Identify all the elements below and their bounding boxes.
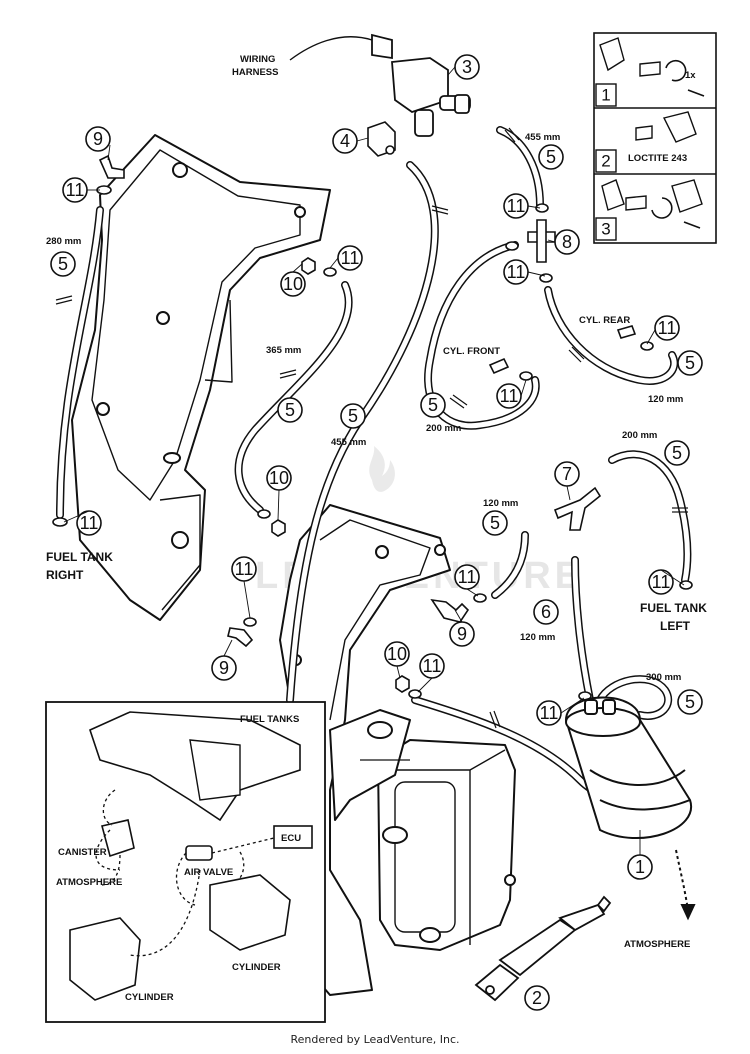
callout-6: 6 — [541, 602, 551, 622]
callout-11: 11 — [235, 559, 254, 579]
inset-atmosphere: ATMOSPHERE — [56, 877, 122, 888]
hose-break-marks — [55, 127, 688, 729]
callout-11: 11 — [540, 703, 559, 723]
callout-8: 8 — [562, 232, 572, 252]
callout-5: 5 — [58, 254, 68, 274]
steps-box — [593, 32, 717, 244]
callout-10: 10 — [387, 644, 407, 664]
label-cyl-front: CYL. FRONT — [443, 346, 500, 357]
label-wiring: WIRING — [240, 54, 275, 65]
hose-length-280: 280 mm — [46, 236, 81, 247]
callout-5: 5 — [685, 692, 695, 712]
callout-11: 11 — [423, 656, 442, 676]
sensor-bracket-part — [367, 121, 396, 157]
callout-5: 5 — [546, 147, 556, 167]
actuator-part — [474, 895, 612, 1002]
callout-5: 5 — [428, 395, 438, 415]
callout-11: 11 — [341, 248, 360, 268]
inset-box — [45, 701, 326, 1023]
callout-9: 9 — [219, 658, 229, 678]
callout-11: 11 — [652, 572, 671, 592]
callout-4: 4 — [340, 131, 350, 151]
label-harness: HARNESS — [232, 67, 278, 78]
callout-5: 5 — [685, 353, 695, 373]
hose-length-455a: 455 mm — [525, 132, 560, 143]
callout-5: 5 — [285, 400, 295, 420]
inset-cylinder-rear: CYLINDER — [232, 962, 281, 973]
callout-5: 5 — [672, 443, 682, 463]
step-1: 1 — [601, 86, 610, 105]
hose-length-455b: 455 mm — [331, 437, 366, 448]
callout-5: 5 — [348, 406, 358, 426]
step-3: 3 — [601, 220, 610, 239]
callout-11: 11 — [500, 386, 519, 406]
callout-9: 9 — [93, 129, 103, 149]
hose-length-200a: 200 mm — [426, 423, 461, 434]
callout-11: 11 — [458, 567, 477, 587]
hose-length-200b: 200 mm — [622, 430, 657, 441]
inset-fuel-tanks: FUEL TANKS — [240, 714, 299, 725]
callout-11: 11 — [80, 513, 99, 533]
inset-cylinder-front: CYLINDER — [125, 992, 174, 1003]
callout-11: 11 — [507, 262, 526, 282]
hose-length-300: 300 mm — [646, 672, 681, 683]
label-left: LEFT — [660, 619, 691, 633]
footer-credit: Rendered by LeadVenture, Inc. — [290, 1033, 460, 1046]
hose-length-120a: 120 mm — [648, 394, 683, 405]
callout-5: 5 — [490, 513, 500, 533]
inset-air-valve: AIR VALVE — [184, 867, 233, 878]
callout-3: 3 — [462, 57, 472, 77]
callout-9: 9 — [457, 624, 467, 644]
label-right: RIGHT — [46, 568, 84, 582]
step-2: 2 — [601, 152, 610, 171]
hose-length-365: 365 mm — [266, 345, 301, 356]
callout-11: 11 — [658, 318, 677, 338]
air-valve-part — [289, 33, 471, 137]
inset-canister: CANISTER — [58, 847, 107, 858]
callouts — [50, 54, 703, 1011]
label-fuel-tank-left: FUEL TANK — [640, 601, 707, 615]
label-fuel-tank-right: FUEL TANK — [46, 550, 113, 564]
callout-11: 11 — [507, 196, 526, 216]
callout-11: 11 — [66, 180, 85, 200]
callout-10: 10 — [283, 274, 303, 294]
loctite-label: LOCTITE 243 — [628, 153, 687, 164]
left-frame-bracket — [71, 134, 331, 621]
label-atmosphere: ATMOSPHERE — [624, 939, 690, 950]
callout-2: 2 — [532, 988, 542, 1008]
callout-10: 10 — [269, 468, 289, 488]
leader-lines — [63, 66, 685, 855]
inset-ecu: ECU — [281, 833, 301, 844]
canister-part — [564, 696, 696, 921]
label-cyl-rear: CYL. REAR — [579, 315, 630, 326]
hose-length-120c: 120 mm — [520, 632, 555, 643]
callout-7: 7 — [562, 464, 572, 484]
hose-length-120b: 120 mm — [483, 498, 518, 509]
rotate-label: 1x — [685, 70, 696, 81]
callout-1: 1 — [635, 857, 645, 877]
callout-numbers: 3 4 9 11 5 5 11 8 11 11 10 5 5 5 11 11 5… — [58, 57, 695, 1008]
